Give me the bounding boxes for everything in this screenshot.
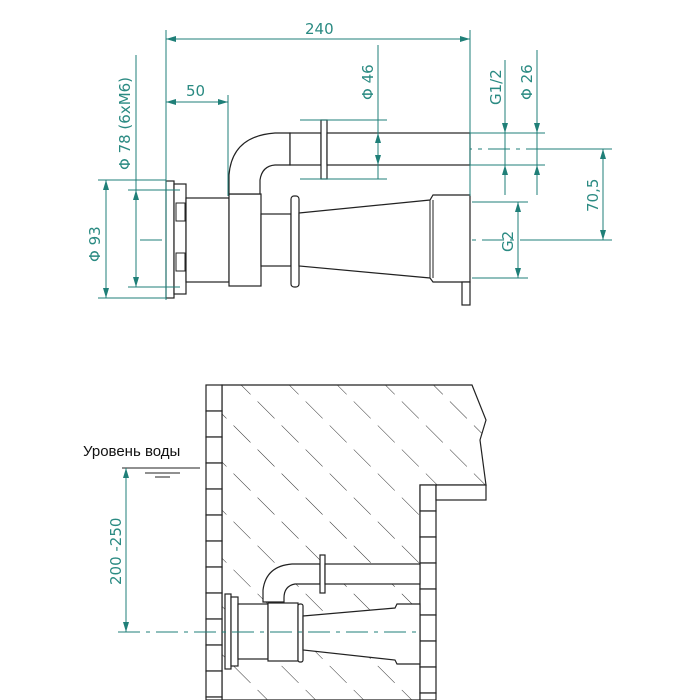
tile [205,436,223,464]
tile [205,462,223,490]
dim-air-pipe-label: Φ 26 [518,64,536,100]
tile [419,666,437,694]
dim-depth-label: 200 -250 [107,518,125,585]
air-pipe [326,132,471,166]
nozzle-cone [298,194,471,283]
tile [419,536,437,564]
tile [205,540,223,568]
tile [419,510,437,538]
dim-air-thread-label: G1/2 [487,69,505,105]
tile [205,514,223,542]
air-flange [320,119,328,180]
tile [205,566,223,594]
dim-240-label: 240 [305,20,334,38]
tile [419,484,437,512]
dim-axis-offset-label: 70,5 [584,179,602,212]
pool-edge [435,484,487,501]
right-tile-column [419,484,437,700]
installation-view: Уровень воды 200 -250 [83,384,487,700]
dimensions-top: 240 50 Φ 78 (6xM6) Φ 93 Φ 46 G1/2 Φ 26 7… [86,20,612,300]
wall-flange [165,180,175,299]
tile [419,692,437,700]
air-elbow [228,132,291,195]
tile [419,640,437,668]
fitting-body [185,197,230,283]
tile [205,696,223,700]
tile [419,614,437,642]
tile [205,410,223,438]
dim-50-label: 50 [186,82,205,100]
left-tile-column [205,384,223,700]
nozzle-foot [461,281,471,306]
tile [419,588,437,616]
tile [205,644,223,672]
flange-bolts [173,183,187,295]
nozzle-flange [290,195,300,288]
tile [419,562,437,590]
dim-main-thread-label: G2 [499,231,517,252]
dim-flange-diameter-label: Φ 93 [86,226,104,262]
water-level-label: Уровень воды [83,443,180,460]
dim-air-flange-label: Φ 46 [359,64,377,100]
tile [205,384,223,412]
fitting-side-view [140,119,570,306]
tile [205,592,223,620]
dim-bolt-circle-label: Φ 78 (6xM6) [116,77,134,170]
tile [205,488,223,516]
tile [205,670,223,698]
